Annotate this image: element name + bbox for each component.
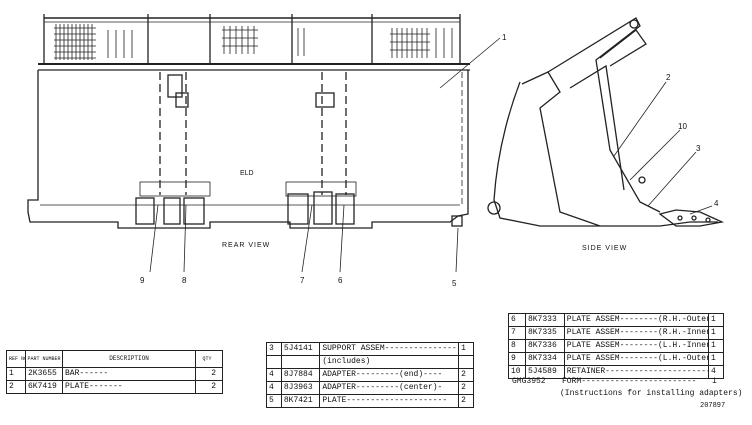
table-row: 4 8J3963 ADAPTER---------(center)- 2 xyxy=(267,381,473,394)
drawing-number: 207897 xyxy=(700,402,726,410)
form-qty: 1 xyxy=(712,377,717,386)
table-row: (includes) xyxy=(267,355,473,368)
table-row: 2 6K7419 PLATE------- 2 xyxy=(7,380,222,393)
header-desc: DESCRIPTION xyxy=(62,351,195,367)
table-row: 8 8K7336 PLATE ASSEM--------(L.H.-Inner)… xyxy=(509,339,723,352)
side-view-label: SIDE VIEW xyxy=(582,245,627,252)
row-desc: PLATE ASSEM--------(R.H.-Outer)- xyxy=(563,314,708,326)
rear-view-label: REAR VIEW xyxy=(222,242,270,249)
row-qty: 2 xyxy=(458,369,473,381)
row-ref: 4 xyxy=(269,383,274,392)
row-ref: 8 xyxy=(511,341,516,350)
parts-table-middle: 3 5J4141 SUPPORT ASSEM------------------… xyxy=(266,342,474,408)
side-view-drawing xyxy=(487,17,725,227)
row-qty xyxy=(458,356,473,368)
row-part: 8K7334 xyxy=(524,353,564,365)
row-ref: 9 xyxy=(511,354,516,363)
row-ref: 2 xyxy=(9,382,14,391)
row-qty: 2 xyxy=(195,381,218,393)
table-row: 6 8K7333 PLATE ASSEM--------(R.H.-Outer)… xyxy=(509,314,723,326)
row-desc: SUPPORT ASSEM----------------------- xyxy=(319,343,458,355)
row-qty: 1 xyxy=(708,353,723,365)
parts-table-left: REF NO PART NUMBER DESCRIPTION QTY 1 2K3… xyxy=(6,350,223,394)
form-desc: FORM------------------------ xyxy=(562,377,697,386)
row-desc: PLATE ASSEM--------(L.H.-Outer)- xyxy=(563,353,708,365)
callout-2: 2 xyxy=(666,73,671,82)
form-note: (Instructions for installing adapters) xyxy=(560,389,743,398)
row-qty: 2 xyxy=(458,395,473,407)
callout-4: 4 xyxy=(714,199,719,208)
callout-leaders xyxy=(149,37,713,273)
row-part: 8K7335 xyxy=(524,327,564,339)
row-part: 8K7333 xyxy=(524,314,564,326)
table-row: 9 8K7334 PLATE ASSEM--------(L.H.-Outer)… xyxy=(509,352,723,365)
row-ref: 1 xyxy=(9,369,14,378)
row-desc: BAR------ xyxy=(62,368,195,380)
header-ref: REF NO xyxy=(9,356,25,362)
table-row: 5 8K7421 PLATE--------------------- 2 xyxy=(267,394,473,407)
table-row: 1 2K3655 BAR------ 2 xyxy=(7,367,222,380)
table-row: 7 8K7335 PLATE ASSEM--------(R.H.-Inner)… xyxy=(509,326,723,339)
row-desc: (includes) xyxy=(319,356,458,368)
table-header-row: REF NO PART NUMBER DESCRIPTION QTY xyxy=(7,351,222,367)
row-part: 2K3655 xyxy=(25,368,62,380)
center-mark: ELD xyxy=(240,170,254,177)
row-ref: 7 xyxy=(511,328,516,337)
row-qty: 1 xyxy=(708,327,723,339)
row-ref: 10 xyxy=(511,367,521,376)
row-qty: 4 xyxy=(708,366,723,378)
row-desc: ADAPTER---------(center)- xyxy=(319,382,458,394)
row-part: 8J3963 xyxy=(280,382,319,394)
row-desc: RETAINER----------------------- xyxy=(563,366,708,378)
row-part: 6K7419 xyxy=(25,381,62,393)
row-ref: 5 xyxy=(269,396,274,405)
callout-3: 3 xyxy=(696,144,701,153)
callout-10: 10 xyxy=(678,122,687,131)
table-row: 10 5J4589 RETAINER----------------------… xyxy=(509,365,723,378)
callout-5: 5 xyxy=(452,279,457,288)
row-part: 8J7884 xyxy=(280,369,319,381)
row-part: 8K7421 xyxy=(280,395,319,407)
row-qty: 1 xyxy=(708,340,723,352)
row-part: 5J4141 xyxy=(280,343,319,355)
row-part: 5J4589 xyxy=(524,366,564,378)
row-part xyxy=(280,356,319,368)
form-part: GMG3952 xyxy=(512,377,546,386)
header-qty: QTY xyxy=(195,351,218,367)
row-qty: 2 xyxy=(195,368,218,380)
callout-7: 7 xyxy=(300,276,305,285)
callout-8: 8 xyxy=(182,276,187,285)
header-part: PART NUMBER xyxy=(25,351,62,367)
row-ref: 3 xyxy=(269,344,274,353)
rear-view-drawing xyxy=(27,14,470,229)
row-ref: 6 xyxy=(511,315,516,324)
table-row: 3 5J4141 SUPPORT ASSEM------------------… xyxy=(267,343,473,355)
callout-6: 6 xyxy=(338,276,343,285)
table-row: 4 8J7884 ADAPTER---------(end)---- 2 xyxy=(267,368,473,381)
row-qty: 1 xyxy=(458,343,473,355)
callout-9: 9 xyxy=(140,276,145,285)
row-desc: PLATE ASSEM--------(L.H.-Inner)- xyxy=(563,340,708,352)
row-desc: ADAPTER---------(end)---- xyxy=(319,369,458,381)
callout-1: 1 xyxy=(502,33,507,42)
parts-table-right: 6 8K7333 PLATE ASSEM--------(R.H.-Outer)… xyxy=(508,313,724,379)
row-qty: 2 xyxy=(458,382,473,394)
row-desc: PLATE--------------------- xyxy=(319,395,458,407)
rear-view-hatch xyxy=(54,24,453,60)
row-desc: PLATE ASSEM--------(R.H.-Inner)- xyxy=(563,327,708,339)
row-part: 8K7336 xyxy=(524,340,564,352)
row-ref: 4 xyxy=(269,370,274,379)
row-qty: 1 xyxy=(708,314,723,326)
row-desc: PLATE------- xyxy=(62,381,195,393)
form-row: GMG3952 FORM------------------------ 1 xyxy=(512,377,724,386)
